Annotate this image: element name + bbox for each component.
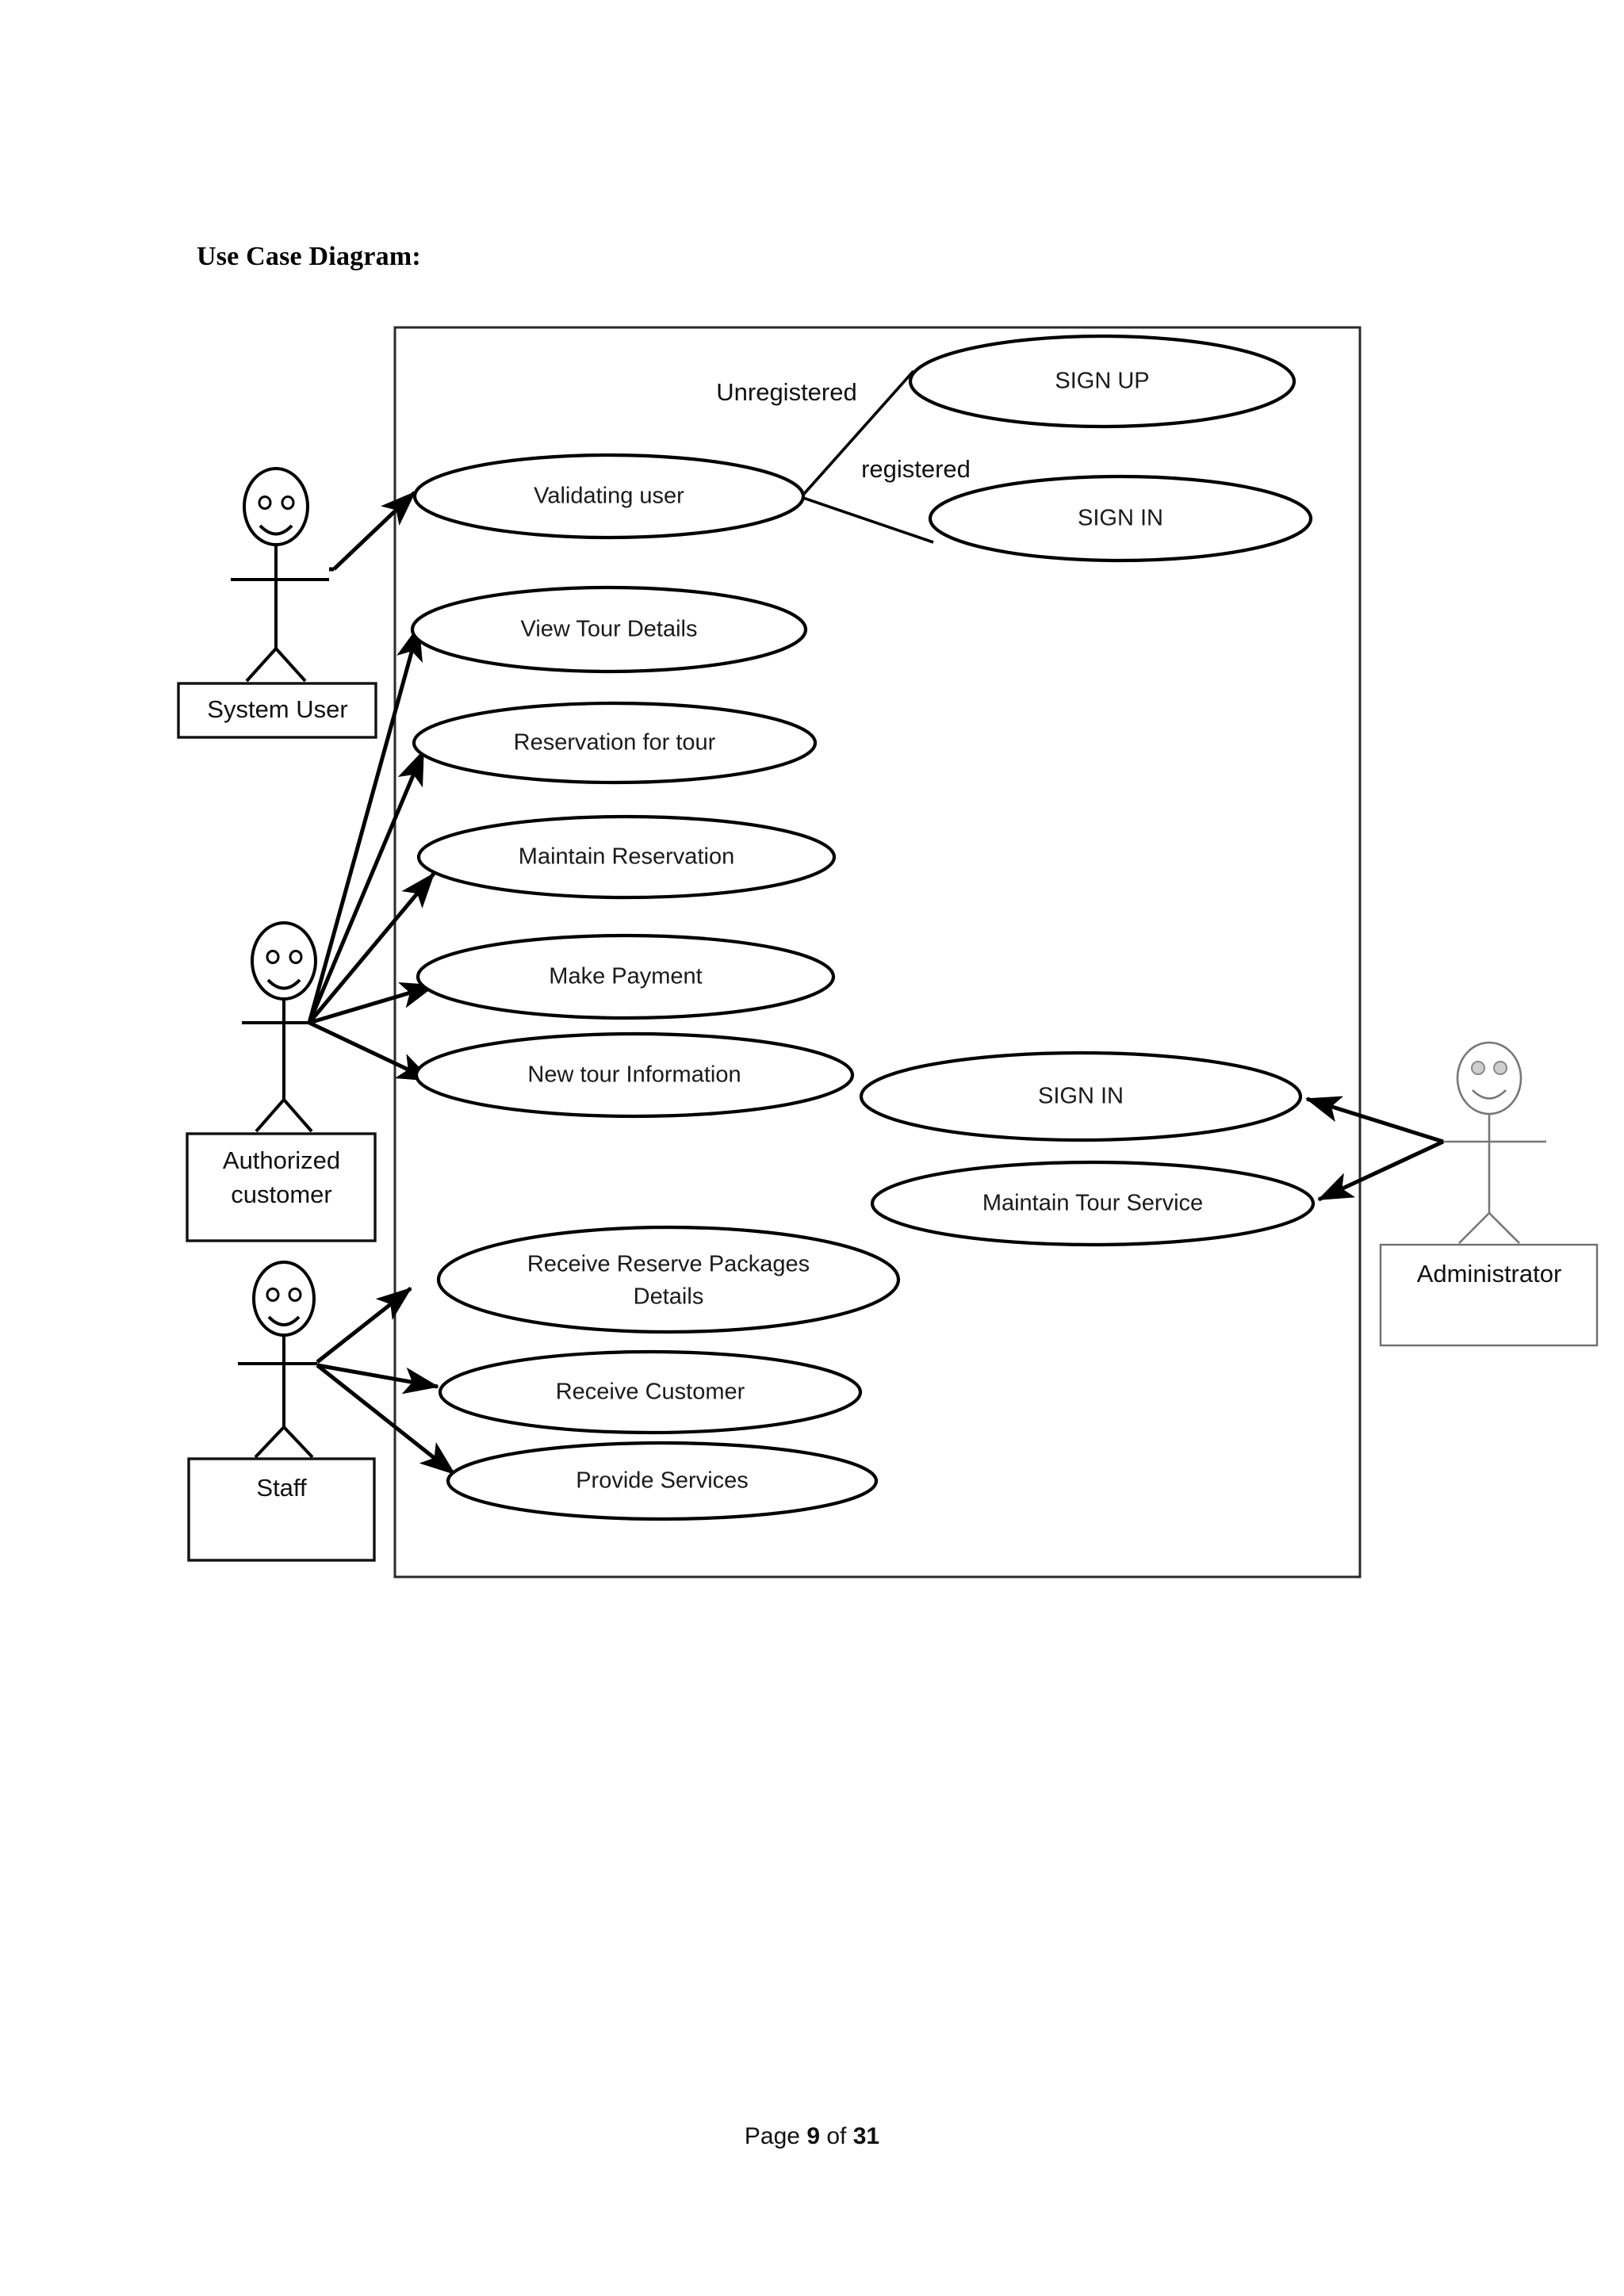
actor-smile-icon <box>259 524 293 536</box>
actor-label-box <box>177 682 377 739</box>
actor-leg-right <box>274 647 307 683</box>
use-case-receive-reserve-packages[interactable]: Receive Reserve Packages Details <box>436 1225 901 1334</box>
actor-smile-icon <box>266 978 301 990</box>
actor-leg-left <box>254 1425 285 1459</box>
actor-eye-icon <box>1493 1061 1507 1075</box>
association-authorized-customer-reservation-for-tour <box>307 749 426 1024</box>
use-case-label: Maintain Tour Service <box>982 1191 1203 1216</box>
use-case-new-tour-information[interactable]: New tour Information <box>414 1031 855 1119</box>
use-case-label: Make Payment <box>549 964 702 989</box>
association-administrator-maintain-tour-service <box>1317 1139 1445 1202</box>
use-case-label: Maintain Reservation <box>519 844 734 870</box>
actor-administrator[interactable]: Administrator <box>1379 1041 1599 1347</box>
use-case-label: New tour Information <box>527 1062 741 1088</box>
actor-smile-icon <box>1472 1089 1507 1100</box>
use-case-label: SIGN IN <box>1078 506 1163 531</box>
actor-leg-left <box>255 1098 285 1133</box>
association-authorized-customer-make-payment <box>308 982 436 1025</box>
actor-staff[interactable]: Staff <box>187 1261 376 1562</box>
use-case-label: Provide Services <box>576 1468 749 1494</box>
use-case-maintain-tour-service[interactable]: Maintain Tour Service <box>870 1160 1316 1247</box>
use-case-label: Receive Customer <box>556 1380 745 1405</box>
actor-eye-icon <box>258 496 272 510</box>
use-case-label: SIGN UP <box>1055 369 1149 394</box>
edge-label-unregistered: Unregistered <box>716 378 856 406</box>
actor-label: Staff <box>256 1474 307 1502</box>
page-footer: Page 9 of 31 <box>0 2123 1624 2150</box>
use-case-sign-in-admin[interactable]: SIGN IN <box>859 1050 1303 1142</box>
actor-label-box <box>1379 1243 1599 1347</box>
actor-leg-left <box>245 647 278 683</box>
actor-system-user[interactable]: System User <box>177 467 377 739</box>
association-staff-provide-services <box>316 1364 456 1475</box>
association-group-authorized-customer <box>307 625 436 1083</box>
association-group-administrator <box>1305 1096 1445 1202</box>
association-staff-receive-reserve-packages <box>316 1287 412 1364</box>
actor-leg-left <box>1458 1212 1490 1244</box>
association-system-user-validating-user <box>329 491 416 572</box>
footer-prefix: Page <box>744 2123 807 2149</box>
use-case-validating-user[interactable]: Validating user <box>412 453 806 540</box>
actor-leg-right <box>282 1098 313 1133</box>
actor-label: System User <box>207 695 347 723</box>
actor-eye-icon <box>266 1288 280 1302</box>
actor-eye-icon <box>288 1288 302 1302</box>
actor-leg-right <box>1488 1212 1520 1244</box>
footer-middle: of <box>820 2123 853 2149</box>
actor-leg-right <box>282 1425 314 1459</box>
actor-label-line2: customer <box>231 1181 331 1208</box>
use-case-label-line2: Details <box>634 1284 704 1310</box>
system-boundary-box <box>393 326 1362 1578</box>
use-case-sign-in-user[interactable]: SIGN IN <box>928 474 1313 563</box>
association-authorized-customer-new-tour-information <box>308 1020 433 1083</box>
association-group-staff <box>316 1287 456 1475</box>
association-authorized-customer-maintain-reservation <box>308 872 435 1024</box>
use-case-label-line1: Receive Reserve Packages <box>527 1252 810 1277</box>
association-validating-user-sign-up <box>802 369 915 496</box>
edge-label-registered: registered <box>861 455 971 483</box>
actor-eye-icon <box>1471 1061 1485 1075</box>
actor-smile-icon <box>267 1315 301 1326</box>
use-case-maintain-reservation[interactable]: Maintain Reservation <box>416 814 837 900</box>
footer-total-pages: 31 <box>852 2123 880 2149</box>
use-case-view-tour-details[interactable]: View Tour Details <box>410 585 808 674</box>
use-case-label: View Tour Details <box>521 617 698 642</box>
actor-label-line1: Authorized <box>223 1146 340 1174</box>
page-title: Use Case Diagram: <box>197 242 421 271</box>
use-case-receive-customer[interactable]: Receive Customer <box>438 1349 863 1435</box>
use-case-provide-services[interactable]: Provide Services <box>446 1441 879 1521</box>
association-staff-receive-customer <box>316 1363 439 1395</box>
use-case-label: Reservation for tour <box>514 730 716 756</box>
actor-label: Administrator <box>1417 1260 1562 1288</box>
actor-label-box <box>186 1132 377 1242</box>
actor-head-icon <box>1456 1041 1522 1115</box>
actor-eye-icon <box>289 950 303 964</box>
use-case-reservation-for-tour[interactable]: Reservation for tour <box>412 701 818 785</box>
association-validating-user-sign-in <box>802 496 934 544</box>
footer-page-number: 9 <box>806 2123 820 2149</box>
actor-eye-icon <box>281 496 295 510</box>
actor-label-box <box>187 1457 376 1562</box>
use-case-label: SIGN IN <box>1038 1084 1124 1109</box>
use-case-make-payment[interactable]: Make Payment <box>416 933 836 1020</box>
association-authorized-customer-view-tour-details <box>307 625 423 1024</box>
association-administrator-sign-in <box>1305 1096 1444 1144</box>
actor-eye-icon <box>266 950 280 964</box>
use-case-sign-up[interactable]: SIGN UP <box>908 334 1297 429</box>
use-case-label: Validating user <box>534 484 684 509</box>
actor-authorized-customer[interactable]: Authorized customer <box>186 921 377 1242</box>
